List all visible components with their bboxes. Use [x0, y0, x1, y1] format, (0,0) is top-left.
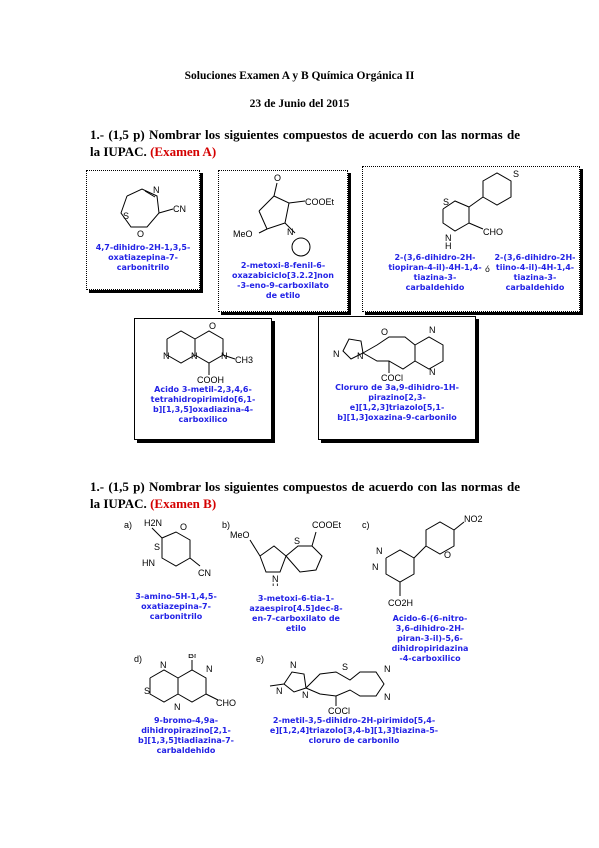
- svg-text:N: N: [429, 325, 436, 335]
- exam-b-letter-a: a): [124, 520, 133, 530]
- svg-text:COCl: COCl: [381, 373, 403, 383]
- compound-a5-box: O N N N N COCl Cloruro de 3a,9-dihidro-1…: [318, 316, 476, 440]
- exam-b-letter-c: c): [362, 520, 370, 530]
- svg-text:COOH: COOH: [197, 375, 224, 385]
- svg-text:N: N: [333, 349, 340, 359]
- svg-text:N: N: [357, 351, 364, 361]
- svg-text:S: S: [144, 686, 150, 696]
- svg-text:N: N: [445, 233, 452, 243]
- svg-text:N: N: [160, 660, 167, 670]
- svg-text:CH3: CH3: [235, 355, 253, 365]
- svg-text:O: O: [137, 229, 144, 239]
- svg-text:Br: Br: [188, 654, 197, 660]
- svg-text:N: N: [163, 351, 170, 361]
- compound-a1-box: N S O CN 4,7-dihidro-2H-1,3,5- oxatiazep…: [86, 170, 200, 290]
- question-a-text: 1.- (1,5 p) Nombrar los siguientes compu…: [90, 127, 520, 159]
- compound-b-b-name: 3-metoxi-6-tia-1- azaespiro[4.5]dec-8- e…: [249, 594, 343, 633]
- svg-text:N: N: [287, 227, 294, 237]
- svg-text:S: S: [154, 542, 160, 552]
- svg-text:O: O: [209, 321, 216, 331]
- question-a-tag: (Examen A): [150, 144, 217, 159]
- svg-text:CN: CN: [198, 568, 211, 578]
- compound-a5-name: Cloruro de 3a,9-dihidro-1H- pirazino[2,3…: [335, 383, 459, 422]
- svg-text:N: N: [276, 686, 283, 696]
- compound-a2-name: 2-metoxi-8-fenil-6- oxazabiciclo[3.2.2]n…: [231, 261, 335, 300]
- compound-b-a-name: 3-amino-5H-1,4,5- oxatiazepina-7- carbon…: [135, 592, 217, 621]
- question-b-text: 1.- (1,5 p) Nombrar los siguientes compu…: [90, 479, 520, 511]
- compound-a4-box: O N N N CH3 COOH Acido 3-metil-2,3,4,6- …: [134, 318, 272, 440]
- compound-a4-name: Acido 3-metil-2,3,4,6- tetrahidropirimid…: [150, 385, 256, 424]
- compound-a2-structure: O COOEt N MeO: [233, 173, 335, 257]
- svg-text:N: N: [191, 351, 198, 361]
- question-a: 1.- (1,5 p) Nombrar los siguientes compu…: [90, 126, 520, 160]
- svg-text:CHO: CHO: [216, 698, 236, 708]
- compound-a3-structure: S N H CHO S: [442, 169, 519, 251]
- svg-text:O: O: [444, 550, 451, 560]
- svg-text:CO2H: CO2H: [388, 598, 413, 608]
- svg-text:CN: CN: [173, 204, 186, 214]
- compound-b-e-structure: N N N S N N COCl: [269, 660, 391, 716]
- svg-text:NO2: NO2: [464, 514, 483, 524]
- svg-text:COOEt: COOEt: [305, 197, 335, 207]
- svg-text:N: N: [272, 574, 279, 584]
- svg-text:N: N: [384, 692, 391, 702]
- svg-text:N: N: [174, 702, 181, 712]
- svg-text:S: S: [294, 536, 300, 546]
- page-title: Soluciones Examen A y B Química Orgánica…: [184, 70, 415, 82]
- svg-text:H: H: [272, 582, 279, 586]
- compound-a1-structure: N S O CN: [120, 185, 186, 239]
- compound-a3-name-1: 2-(3,6-dihidro-2H- tiopiran-4-il)-4H-1,4…: [388, 253, 482, 292]
- exam-b-letter-d: d): [134, 654, 143, 664]
- svg-text:N: N: [290, 660, 297, 670]
- svg-text:O: O: [180, 522, 187, 532]
- svg-text:H2N: H2N: [144, 518, 162, 528]
- svg-text:MeO: MeO: [230, 530, 250, 540]
- svg-text:S: S: [443, 197, 449, 207]
- svg-text:N: N: [372, 562, 379, 572]
- compound-b-c-structure: N N O NO2 CO2H: [372, 514, 483, 608]
- compound-b-b-structure: MeO COOEt S N H: [230, 520, 342, 586]
- compound-a2-box: O COOEt N MeO 2-metoxi-8-fenil-6- oxazab…: [218, 170, 348, 312]
- question-b-tag: (Examen B): [150, 496, 217, 511]
- compound-b-d-name: 9-bromo-4,9a- dihidropirazino[2,1- b][1,…: [137, 716, 234, 755]
- svg-text:COOEt: COOEt: [312, 520, 342, 530]
- svg-text:COCl: COCl: [328, 706, 350, 716]
- exam-b-letter-b: b): [222, 520, 231, 530]
- exam-b-letter-e: e): [256, 654, 265, 664]
- svg-text:S: S: [123, 211, 129, 221]
- compound-a4-structure: O N N N CH3 COOH: [163, 321, 253, 385]
- compound-b-d-structure: Br N S N N CHO: [144, 654, 236, 712]
- svg-text:S: S: [342, 662, 348, 672]
- compound-b-a-structure: H2N O S HN CN: [142, 518, 211, 578]
- svg-text:CHO: CHO: [483, 227, 503, 237]
- compound-a3-or: ó: [485, 265, 490, 274]
- compound-a3-name-2: 2-(3,6-dihidro-2H- tiino-4-il)-4H-1,4- t…: [494, 253, 576, 292]
- compound-a5-structure: O N N N N COCl: [333, 325, 444, 383]
- compound-b-e-name: 2-metil-3,5-dihidro-2H-pirimido[5,4- e][…: [269, 716, 439, 745]
- svg-text:N: N: [429, 367, 436, 377]
- page-date: 23 de Junio del 2015: [249, 98, 350, 110]
- compound-a3-box: S N H CHO S 2-(3,6-dihidro-2H- tiopiran-…: [362, 166, 580, 312]
- compound-a1-name: 4,7-dihidro-2H-1,3,5- oxatiazepina-7- ca…: [95, 243, 191, 272]
- question-b: 1.- (1,5 p) Nombrar los siguientes compu…: [90, 478, 520, 512]
- svg-text:N: N: [206, 664, 213, 674]
- svg-text:N: N: [153, 185, 160, 195]
- svg-text:S: S: [513, 169, 519, 179]
- svg-text:N: N: [221, 351, 228, 361]
- svg-text:O: O: [381, 327, 388, 337]
- svg-text:H: H: [445, 241, 452, 251]
- svg-text:O: O: [274, 173, 281, 183]
- svg-text:MeO: MeO: [233, 229, 253, 239]
- svg-text:N: N: [384, 664, 391, 674]
- svg-text:HN: HN: [142, 558, 155, 568]
- compound-b-c-name: Acido-6-(6-nitro- 3,6-dihidro-2H- piran-…: [391, 614, 469, 663]
- svg-text:N: N: [302, 690, 309, 700]
- svg-text:N: N: [376, 546, 383, 556]
